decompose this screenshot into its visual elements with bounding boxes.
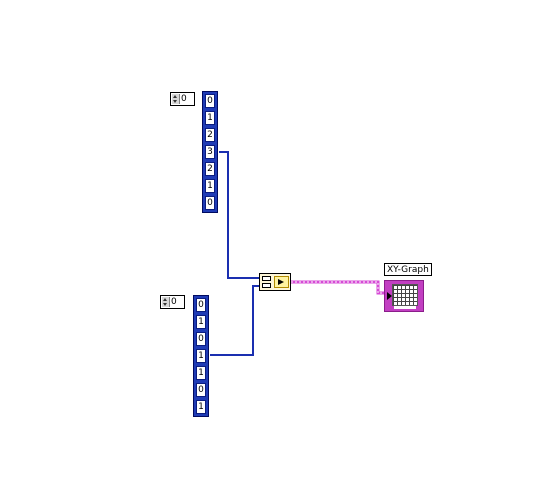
bundle-input-terminal[interactable] [262, 283, 271, 288]
graph-label[interactable]: XY-Graph [384, 263, 432, 276]
array-index-value: 0 [181, 94, 187, 104]
wire-bottom-array[interactable] [210, 285, 259, 356]
wire-top-array[interactable] [219, 151, 259, 279]
array-element[interactable]: 3 [205, 145, 215, 159]
array-element[interactable]: 0 [205, 94, 215, 108]
array-elements-top[interactable]: 0 1 2 3 2 1 0 [202, 91, 218, 213]
bundle-node[interactable] [259, 273, 291, 291]
array-element[interactable]: 0 [196, 298, 206, 312]
array-element[interactable]: 1 [196, 315, 206, 329]
array-element[interactable]: 1 [196, 349, 206, 363]
bundle-input-terminal[interactable] [262, 276, 271, 281]
graph-axis-strip [394, 306, 416, 309]
array-index-value: 0 [171, 297, 177, 307]
xy-graph-terminal[interactable] [384, 280, 424, 312]
array-element[interactable]: 2 [205, 162, 215, 176]
array-element[interactable]: 2 [205, 128, 215, 142]
array-index-top[interactable]: 0 [170, 92, 195, 106]
bundle-icon [274, 276, 289, 288]
array-element[interactable]: 1 [196, 366, 206, 380]
increment-decrement-icon[interactable] [162, 297, 170, 307]
array-element[interactable]: 0 [196, 383, 206, 397]
wire-cluster-pattern [291, 281, 384, 294]
xy-graph-icon [392, 284, 418, 306]
wire-cluster[interactable] [291, 280, 384, 295]
input-arrow-icon [387, 292, 392, 300]
array-element[interactable]: 0 [196, 332, 206, 346]
array-element[interactable]: 1 [205, 111, 215, 125]
array-elements-bottom[interactable]: 0 1 0 1 1 0 1 [193, 295, 209, 417]
array-index-bottom[interactable]: 0 [160, 295, 185, 309]
increment-decrement-icon[interactable] [172, 94, 180, 104]
array-element[interactable]: 1 [205, 179, 215, 193]
array-element[interactable]: 0 [205, 196, 215, 210]
array-element[interactable]: 1 [196, 400, 206, 414]
